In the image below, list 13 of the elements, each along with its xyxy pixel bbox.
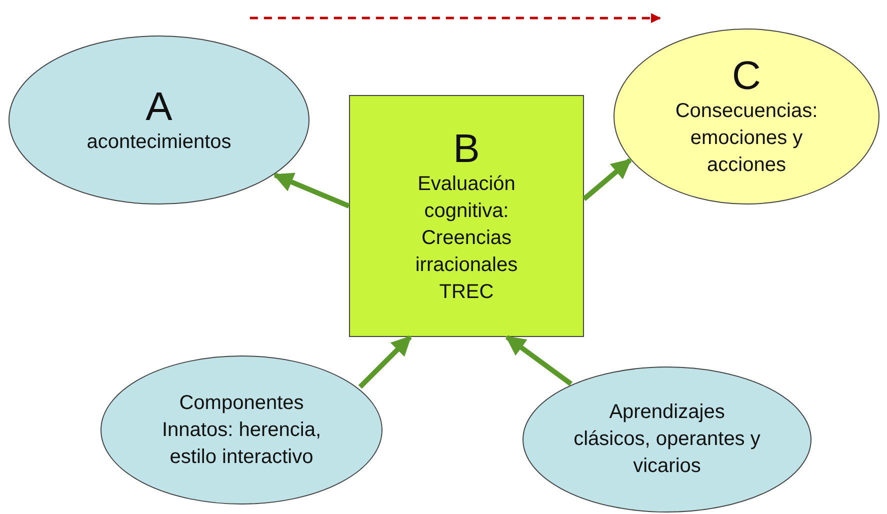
arrow: [358, 335, 412, 389]
arrow: [250, 13, 661, 24]
arrow: [505, 334, 572, 386]
node-text: Consecuencias: emociones y acciones: [674, 99, 819, 178]
arrow: [273, 172, 350, 208]
node-letter: C: [732, 54, 761, 98]
node-letter: A: [146, 84, 172, 128]
arrow: [582, 158, 632, 201]
node-text: acontecimientos: [86, 130, 232, 154]
node-letter: B: [453, 126, 480, 170]
node-text: Evaluación cognitiva: Creencias irracionales TREC: [414, 172, 519, 304]
node-text: Aprendizajes clásicos, operantes y vicarios: [572, 400, 762, 479]
node-text: Componentes Innatos: herencia, estilo interactivo: [161, 390, 322, 470]
